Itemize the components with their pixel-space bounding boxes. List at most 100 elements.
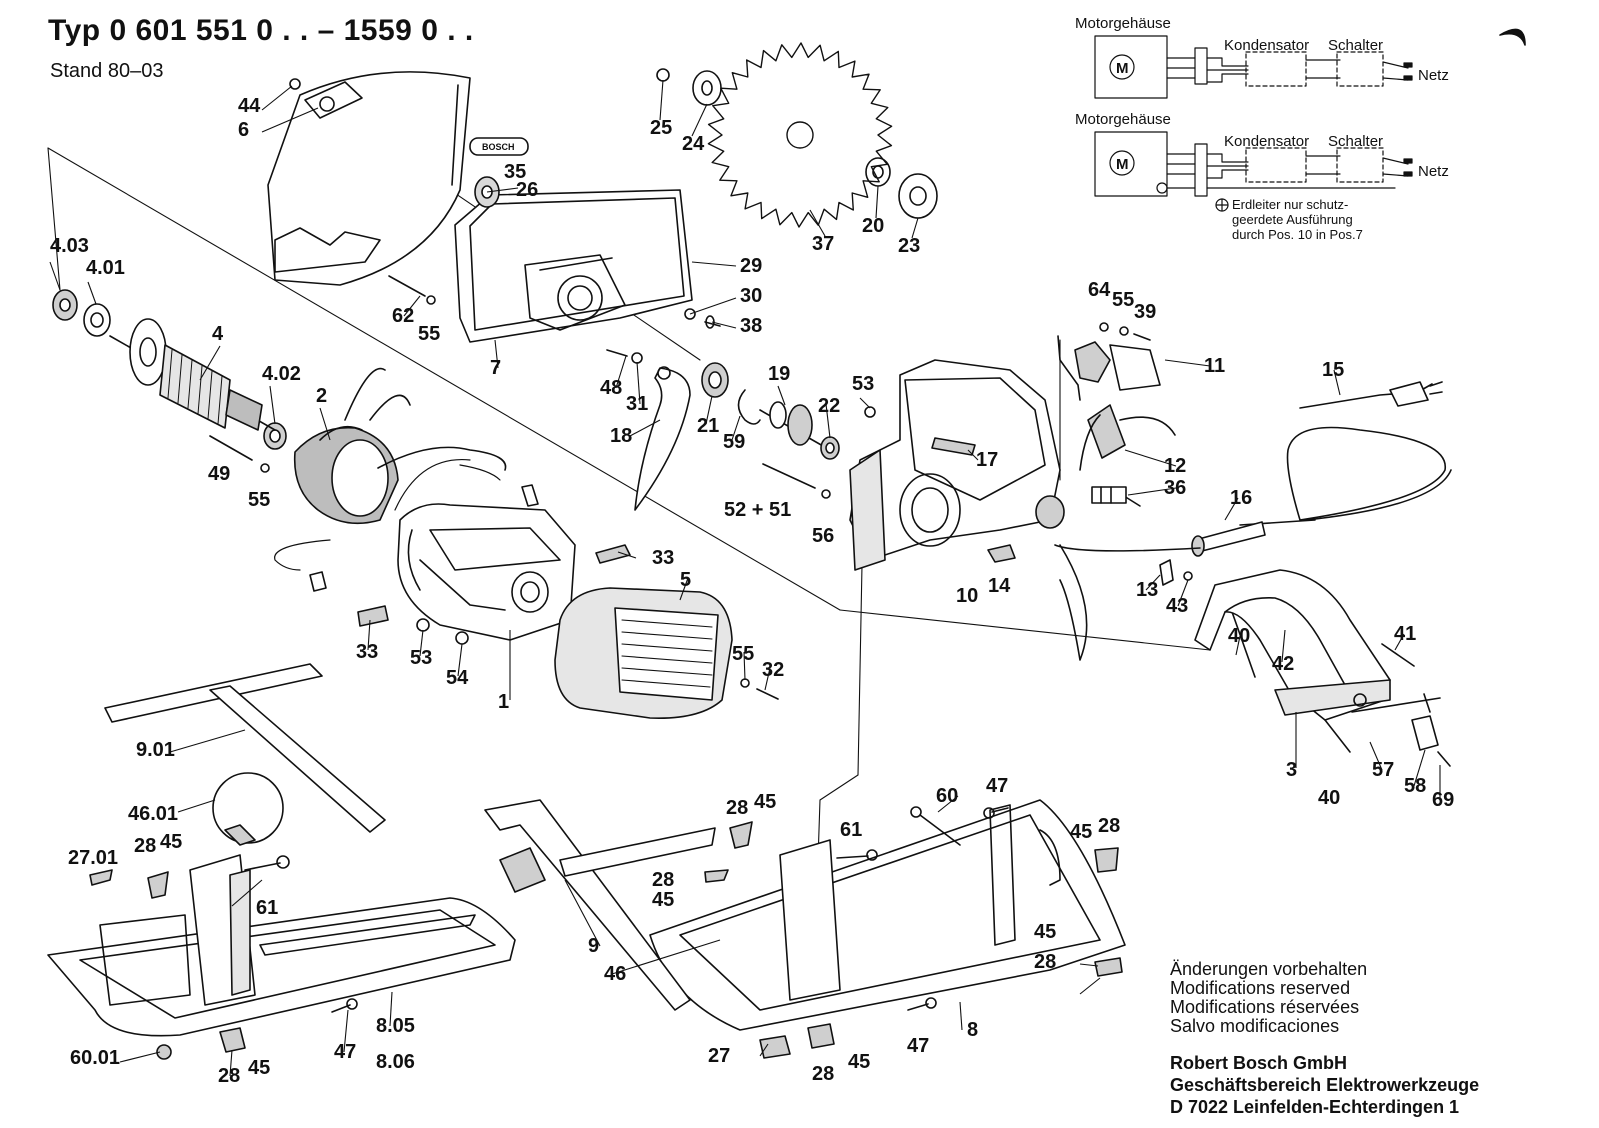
leader-line [689,297,737,315]
leader-line [809,209,826,237]
callout-label: 56 [812,525,834,547]
terminal-block-part-36 [1091,486,1127,504]
callout-label: 6 [238,119,249,141]
leader-line [705,395,713,425]
leader-line [1145,574,1161,591]
callout-label: 28 [1098,815,1120,837]
callout-label: 23 [898,235,920,257]
callout-label: 31 [626,393,648,415]
wiring-note-line3: durch Pos. 10 in Pos.7 [1232,227,1363,242]
callout-label: 16 [1230,487,1252,509]
callout-label: 18 [610,425,632,447]
callout-label: 35 [504,161,526,183]
callout-label: 9.01 [136,739,175,761]
callout-label: 4.02 [262,363,301,385]
leader-line [875,185,879,219]
callout-label: 28 [812,1063,834,1085]
leader-line [617,551,637,559]
leader-line [743,651,746,681]
leader-line [825,403,831,439]
leader-line [967,449,979,461]
callout-label: 55 [1112,289,1134,311]
bosch-logo-plate [469,137,529,156]
leader-line [1079,977,1101,995]
leader-line [269,385,276,425]
callout-label: 10 [956,585,978,607]
callout-label: 59 [723,431,745,453]
leader-line [959,1001,963,1031]
leader-line [731,415,741,441]
leader-line [1281,629,1286,663]
retracting-spring-part-18 [634,366,691,511]
leader-line [1177,579,1189,607]
leader-line [231,879,263,907]
callout-label: 40 [1318,787,1340,809]
callout-label: 37 [812,233,834,255]
callout-label: 30 [740,285,762,307]
leader-line [764,667,771,691]
leader-line [691,261,737,267]
callout-label: 9 [588,935,599,957]
leader-line [169,729,246,753]
guide-rail-part-9 [484,799,716,1011]
callout-label: 19 [768,363,790,385]
leader-line [777,385,786,406]
callout-label: 22 [818,395,840,417]
callout-label: 8.06 [376,1051,415,1073]
wiring-top-motor-symbol: M [1116,60,1129,77]
callout-label: 14 [988,575,1011,597]
callout-label: 39 [1134,301,1156,323]
wiring-labels: Motorgehäuse Kondensator Schalter Netz M… [1075,15,1449,242]
callout-label: 11 [1204,355,1225,377]
leader-line [636,361,641,405]
callout-label: 38 [740,315,762,337]
callout-label: 27.01 [68,847,118,869]
page-subtitle: Stand 80–03 [50,60,164,82]
callout-label: 61 [256,897,278,919]
leader-line [679,577,689,601]
callout-label: 55 [732,643,754,665]
leader-line [611,939,721,975]
callout-label: 17 [976,449,998,471]
company-city: D 7022 Leinfelden-Echterdingen 1 [1170,1097,1460,1117]
leader-line [261,85,293,111]
leader-line [119,1051,161,1063]
callout-label: 13 [1136,579,1158,601]
leader-line [199,345,221,381]
callout-label: 43 [1166,595,1188,617]
power-cord-part-15 [1054,381,1452,661]
callout-label: 61 [840,819,862,841]
leader-line [911,217,919,239]
wing-nuts-part-28 [89,821,1123,1059]
leader-line [261,107,319,133]
callout-label: 4.01 [86,257,125,279]
callout-label: 33 [652,547,674,569]
leader-line [629,419,661,437]
callout-label: 60.01 [70,1047,120,1069]
leader-line [1333,369,1341,396]
callout-label: 45 [848,1051,870,1073]
stator-part-2 [293,367,507,525]
leader-line [1394,633,1405,651]
callout-leader-lines [49,79,1441,1077]
callout-label: 47 [986,775,1008,797]
callout-label: 8 [967,1019,978,1041]
leader-line [486,187,519,193]
callout-label: 47 [334,1041,356,1063]
notice-line-de: Änderungen vorbehalten [1170,959,1368,979]
callout-label: 54 [446,667,469,689]
motor-wires [274,458,501,571]
handle-part-3 [1194,569,1441,751]
callout-label: 29 [740,255,762,277]
callout-label: 58 [1404,775,1426,797]
carbon-brushes-part-33 [309,484,631,627]
armature-part-4 [109,318,276,431]
callout-label: 46 [604,963,626,985]
leader-line [691,103,708,137]
callout-label: 5 [680,569,691,591]
callout-label: 28 [726,797,748,819]
wiring-bottom-kondensator-label: Kondensator [1224,133,1309,150]
callout-label: 57 [1372,759,1394,781]
leader-line [1127,487,1177,496]
callout-label: 45 [248,1057,270,1079]
